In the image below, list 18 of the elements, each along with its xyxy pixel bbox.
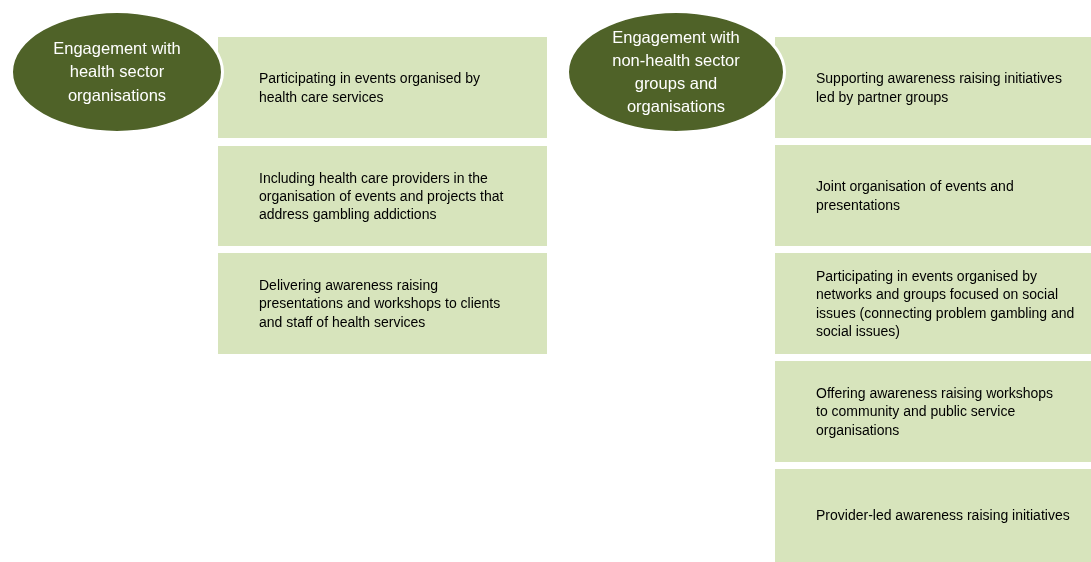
activity-box [218,37,547,138]
activity-text: Participating in events organised by networks and groups focused on social issues (connecting problem gambling and social issues) [816,267,1076,340]
activity-text: Delivering awareness raising presentations and workshops to clients and staff of health services [259,276,502,331]
activity-box [775,361,1091,462]
activity-box [775,145,1091,246]
activity-box [775,37,1091,138]
activity-text: Joint organisation of events and presentations [816,177,1015,214]
activity-text: Offering awareness raising workshops to community and public service organisations [816,384,1055,439]
activity-text: Participating in events organised by health care services [259,69,482,106]
category-label: Engagement with non-health sector groups and organisations [611,26,741,118]
category-label: Engagement with health sector organisations [52,38,182,106]
activity-box [218,146,547,246]
activity-box [218,253,547,354]
activity-text: Provider-led awareness raising initiatives [816,506,1070,525]
activity-text: Including health care providers in the organisation of events and projects that address gambling addictions [259,168,505,224]
activity-box [775,469,1091,562]
activity-text: Supporting awareness raising initiatives led by partner groups [816,69,1063,106]
activity-box [775,253,1091,354]
